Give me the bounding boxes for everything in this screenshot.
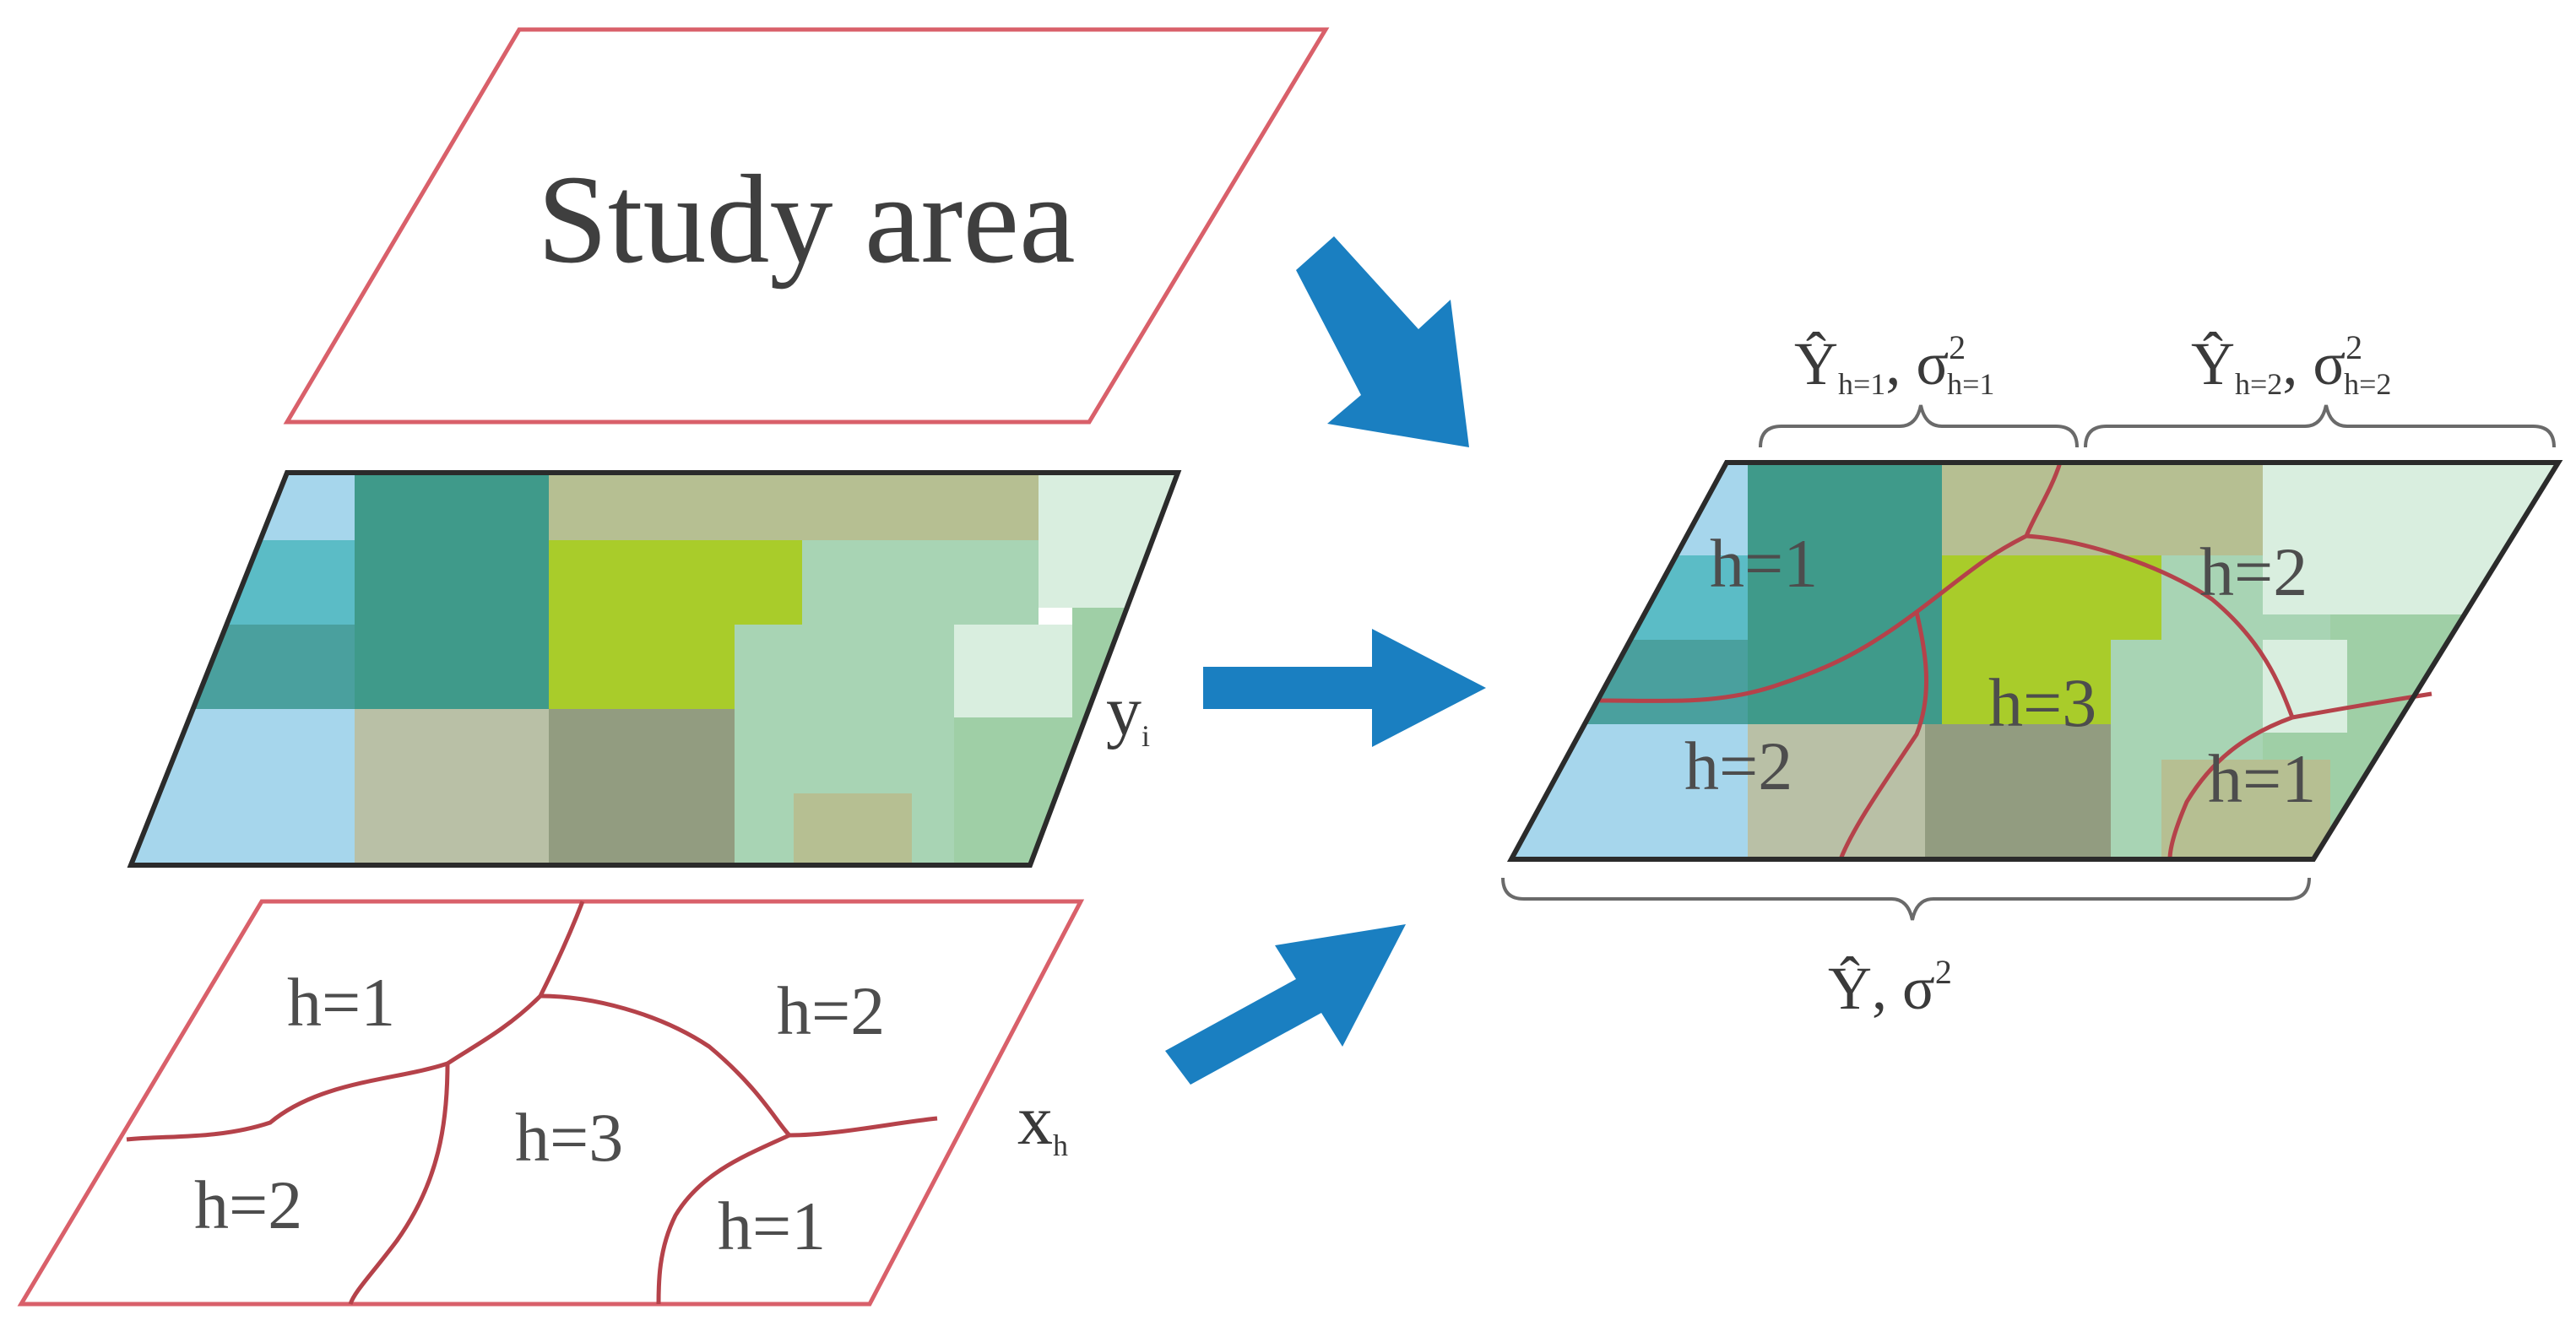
zone-label: h=1: [287, 964, 395, 1041]
zone-label: h=2: [194, 1166, 302, 1243]
result-outline: [1506, 460, 2563, 862]
raster-cell: [131, 473, 355, 540]
zone-label: h=3: [515, 1099, 623, 1176]
raster-cell: [1039, 473, 1178, 608]
result-cell: [2161, 760, 2330, 859]
zone-label: h=2: [777, 972, 885, 1049]
brace-top-right: [2084, 404, 2556, 448]
raster-cell: [794, 793, 912, 865]
result-zone-boundary: [2167, 715, 2293, 860]
raster-cell: [355, 473, 549, 709]
arrow-icon: [1296, 236, 1469, 447]
raster-cell: [802, 540, 954, 625]
result-zone-boundary: [1838, 611, 1928, 860]
raster-cell: [355, 709, 549, 865]
result-cell: [1748, 463, 1942, 724]
study-area-title: Study area: [537, 149, 1075, 290]
result-zone-label: h=3: [1988, 664, 2096, 741]
zone-boundary: [789, 1116, 938, 1138]
zones-layer: h=1 h=2 h=3 h=2 h=1 xh: [17, 899, 1085, 1307]
raster-cell: [549, 709, 735, 865]
raster-cell: [131, 540, 355, 625]
raster-cell: [954, 625, 1072, 717]
raster-cell: [131, 709, 355, 865]
result-cell: [2330, 614, 2558, 859]
study-area-outline: [283, 27, 1330, 425]
zones-label: xh: [1017, 1081, 1068, 1162]
zone-boundary: [656, 1133, 791, 1305]
arrow-icon: [1203, 629, 1486, 747]
zone-boundary: [540, 993, 791, 1137]
study-area-layer: Study area: [283, 27, 1330, 425]
result-zone-label: h=2: [1684, 728, 1792, 804]
result-zone-boundary: [1599, 462, 2063, 703]
zone-boundary: [126, 901, 585, 1142]
result-cell: [1925, 724, 2111, 859]
raster-cell: [870, 473, 1039, 540]
result-cell: [1942, 463, 2263, 555]
result-zone-label: h=2: [2199, 533, 2308, 610]
raster-layer: yi: [127, 470, 1182, 868]
zone-boundary: [348, 1063, 450, 1305]
raster-cell: [549, 473, 870, 540]
result-zone-boundary: [2026, 533, 2295, 718]
arrows: [1165, 236, 1486, 1085]
brace-top-left: [1759, 404, 2079, 448]
result-cell: [1748, 724, 1925, 859]
arrow-icon: [1165, 924, 1406, 1085]
result-zone-label: h=1: [2208, 740, 2316, 817]
result-zone-label: h=1: [1710, 525, 1818, 602]
raster-outline: [127, 470, 1182, 868]
result-cell: [2263, 640, 2347, 733]
raster-label: yi: [1106, 672, 1150, 753]
brace-bottom-label: Ŷ, σ2: [1828, 953, 1952, 1022]
zone-label: h=1: [718, 1188, 826, 1264]
raster-cell: [954, 540, 1039, 625]
brace-bottom: [1501, 877, 2311, 921]
result-cell: [2263, 463, 2558, 614]
zones-outline: [17, 899, 1085, 1307]
result-layer: h=1 h=2 h=3 h=2 h=1: [1506, 460, 2563, 862]
